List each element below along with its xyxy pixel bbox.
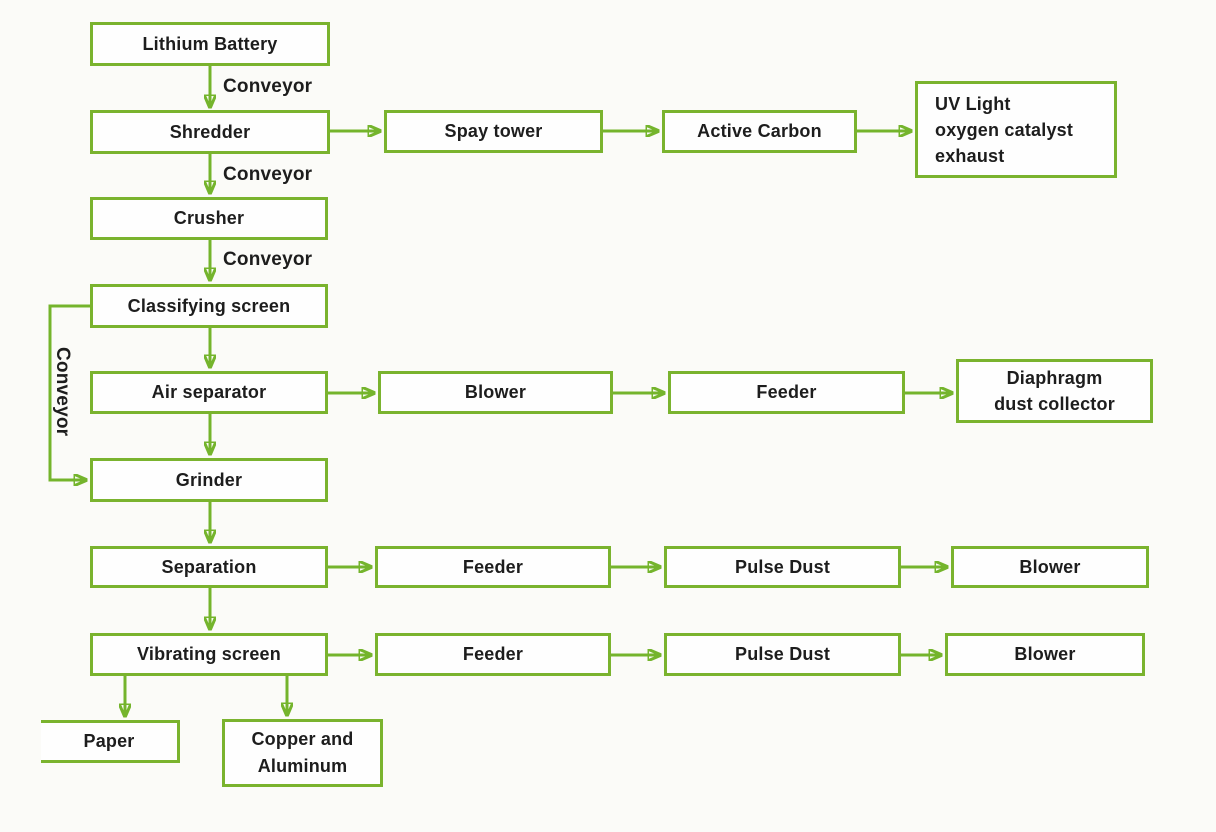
node-diaphragm-dust-collector: Diaphragm dust collector [956,359,1153,423]
copper-line-2: Aluminum [257,756,348,776]
node-crusher: Crusher [90,197,328,240]
uv-line-1: UV Light [935,93,1011,114]
edge-label-conveyor-crusher-classifying: Conveyor [223,249,313,270]
node-blower-separation-row: Blower [951,546,1149,588]
node-classifying-screen: Classifying screen [90,284,328,328]
node-grinder: Grinder [90,458,328,502]
edge-label-conveyor-battery-shredder: Conveyor [223,76,313,97]
node-pulse-dust-separation-row: Pulse Dust [664,546,901,588]
node-spay-tower: Spay tower [384,110,603,153]
node-copper-and-aluminum: Copper and Aluminum [222,719,383,787]
node-pulse-dust-vibrating-row: Pulse Dust [664,633,901,676]
node-air-separator: Air separator [90,371,328,414]
uv-line-3: exhaust [935,145,1005,166]
node-paper: Paper [41,720,180,763]
node-feeder-air-row: Feeder [668,371,905,414]
node-blower-vibrating-row: Blower [945,633,1145,676]
uv-line-2: oxygen catalyst [935,119,1074,140]
node-shredder: Shredder [90,110,330,154]
node-active-carbon: Active Carbon [662,110,857,153]
node-feeder-vibrating-row: Feeder [375,633,611,676]
diaphragm-line-2: dust collector [994,394,1115,414]
node-lithium-battery: Lithium Battery [90,22,330,66]
node-uv-light-oxygen-catalyst-exhaust: UV Light oxygen catalyst exhaust [915,81,1117,178]
node-feeder-separation-row: Feeder [375,546,611,588]
diaphragm-line-1: Diaphragm [1006,368,1103,388]
edge-label-conveyor-classifying-grinder: Conveyor [52,347,73,437]
node-vibrating-screen: Vibrating screen [90,633,328,676]
node-blower-air-row: Blower [378,371,613,414]
edge-label-conveyor-shredder-crusher: Conveyor [223,164,313,185]
node-separation: Separation [90,546,328,588]
copper-line-1: Copper and [251,729,354,749]
edge-classifying-grinder-bypass [48,304,90,480]
